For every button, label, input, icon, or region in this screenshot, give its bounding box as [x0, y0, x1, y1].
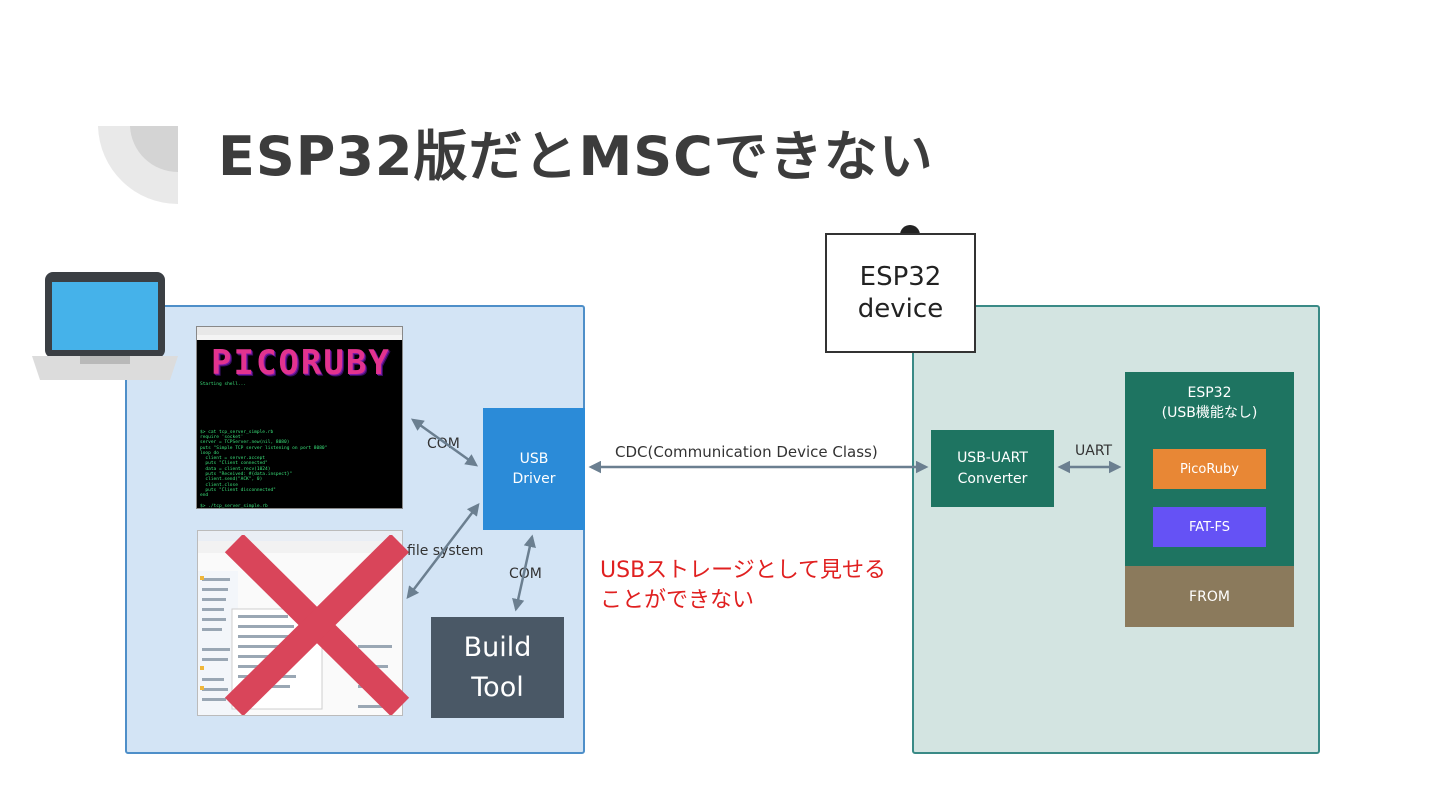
com-label-terminal: COM — [427, 436, 460, 452]
terminal-line: puts "Simple TCP server listening on por… — [200, 445, 328, 451]
decorative-arc — [98, 126, 178, 204]
esp32-chip-title: ESP32 (USB機能なし) — [1125, 383, 1294, 423]
msc-unavailable-note: USBストレージとして見せることができない — [600, 558, 887, 613]
terminal-output: Starting shell... $> cat tcp_server_simp… — [200, 382, 400, 509]
build-tool-line2: Tool — [471, 671, 524, 703]
terminal-line: puts "Client connected" — [200, 461, 268, 467]
terminal-line: data = client.recv(1024) — [200, 466, 271, 472]
terminal-menubar — [197, 335, 402, 340]
usb-driver-line2: Driver — [512, 471, 556, 487]
converter-line1: USB-UART — [957, 450, 1028, 467]
terminal-line: client.send("ACK", 0) — [200, 477, 263, 483]
build-tool-line1: Build — [463, 632, 532, 664]
esp32-device-label: ESP32 device — [825, 233, 976, 353]
uart-label: UART — [1075, 443, 1113, 459]
terminal-line: client.close — [200, 482, 238, 488]
terminal-line: end — [200, 493, 209, 499]
esp32-device-label-line1: ESP32 — [859, 261, 942, 292]
com-label-build-tool: COM — [509, 566, 542, 582]
terminal-line: client = server.accept — [200, 456, 266, 462]
terminal-line: require 'socket' — [200, 434, 244, 440]
page-title: ESP32版だとMSCできない — [218, 125, 934, 188]
terminal-line: loop do — [200, 450, 219, 456]
laptop-icon — [32, 272, 178, 380]
fat-fs-box: FAT-FS — [1153, 507, 1266, 547]
terminal-line: server = TCPServer.new(nil, 8080) — [200, 440, 290, 446]
terminal-line: $> cat tcp_server_simple.rb — [200, 429, 274, 435]
esp32-chip-title-line2: (USB機能なし) — [1161, 405, 1258, 421]
file-system-label: file system — [407, 543, 484, 559]
terminal-line: Starting shell... — [200, 382, 247, 387]
terminal-line: puts "Client disconnected" — [200, 487, 276, 493]
usb-driver-box: USB Driver — [483, 408, 585, 530]
usb-driver-line1: USB — [519, 450, 549, 467]
terminal-line: $> ./tcp_server_simple.rb — [200, 503, 268, 509]
cdc-link-label: CDC(Communication Device Class) — [615, 443, 878, 461]
build-tool-box: Build Tool — [431, 617, 564, 718]
esp32-chip-title-line1: ESP32 — [1187, 385, 1232, 401]
from-box: FROM — [1125, 566, 1294, 627]
terminal-titlebar — [197, 327, 402, 335]
picoruby-box: PicoRuby — [1153, 449, 1266, 489]
terminal-screenshot: PICORUBY Starting shell... $> cat tcp_se… — [196, 326, 403, 509]
picoruby-logo: PICORUBY — [211, 343, 391, 383]
terminal-line: puts "Received: #{data.inspect}" — [200, 472, 293, 478]
esp32-device-label-line2: device — [857, 294, 944, 324]
usb-uart-converter-box: USB-UART Converter — [931, 430, 1054, 507]
cross-mark-icon — [224, 535, 410, 715]
converter-line2: Converter — [957, 470, 1028, 487]
